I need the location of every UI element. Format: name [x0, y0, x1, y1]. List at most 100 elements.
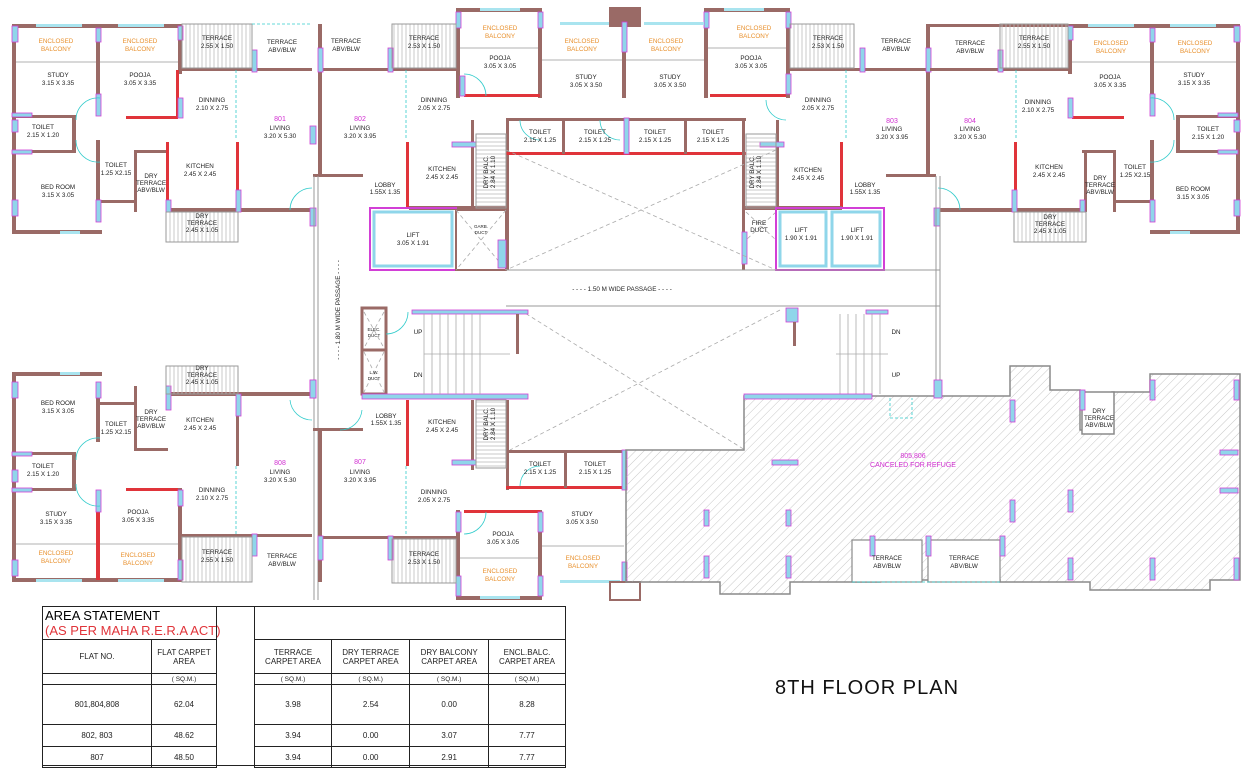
svg-text:2.45 X 2.45: 2.45 X 2.45: [1033, 172, 1066, 179]
svg-text:2.45 X 2.45: 2.45 X 2.45: [426, 174, 459, 181]
svg-text:1.55X 1.35: 1.55X 1.35: [850, 189, 881, 196]
svg-text:ABV/BLW: ABV/BLW: [882, 46, 910, 53]
svg-text:STUDY: STUDY: [45, 511, 67, 518]
svg-text:3.20 X 5.30: 3.20 X 5.30: [954, 134, 987, 141]
svg-text:3.20 X 5.30: 3.20 X 5.30: [264, 477, 297, 484]
svg-text:TOILET: TOILET: [702, 129, 724, 136]
svg-text:LIFT: LIFT: [407, 232, 420, 239]
svg-text:3.05 X 3.50: 3.05 X 3.50: [570, 82, 603, 89]
svg-text:BALCONY: BALCONY: [41, 46, 72, 53]
svg-text:POOJA: POOJA: [129, 72, 151, 79]
svg-text:2.84 X 1.10: 2.84 X 1.10: [490, 155, 497, 188]
svg-text:2.15 X 1.25: 2.15 X 1.25: [524, 137, 557, 144]
svg-text:POOJA: POOJA: [1099, 74, 1121, 81]
svg-text:TOILET: TOILET: [529, 461, 551, 468]
svg-text:UP: UP: [414, 329, 423, 336]
svg-text:STUDY: STUDY: [1183, 72, 1205, 79]
svg-text:TERRACE: TERRACE: [1035, 221, 1065, 228]
svg-text:2.45 X 1.05: 2.45 X 1.05: [186, 379, 219, 386]
svg-text:TERRACE: TERRACE: [881, 38, 911, 45]
svg-text:3.15 X 3.35: 3.15 X 3.35: [1178, 80, 1211, 87]
flat-804: [930, 23, 1241, 243]
svg-text:DUCT: DUCT: [475, 230, 488, 235]
svg-text:STUDY: STUDY: [571, 511, 593, 518]
svg-text:LIVING: LIVING: [270, 125, 291, 132]
svg-text:TERRACE: TERRACE: [331, 38, 361, 45]
svg-text:3.15 X 3.35: 3.15 X 3.35: [40, 519, 73, 526]
area-statement-title: AREA STATEMENT (AS PER MAHA R.E.R.A ACT): [43, 608, 221, 638]
svg-text:KITCHEN: KITCHEN: [1035, 164, 1063, 171]
svg-text:802: 802: [354, 116, 366, 123]
svg-text:3.15 X 3.05: 3.15 X 3.05: [1177, 194, 1210, 201]
svg-text:TERRACE: TERRACE: [202, 549, 232, 556]
svg-text:POOJA: POOJA: [740, 55, 762, 62]
svg-text:2.84 X 1.10: 2.84 X 1.10: [490, 407, 497, 440]
svg-text:BALCONY: BALCONY: [651, 46, 682, 53]
svg-text:3.05 X 1.91: 3.05 X 1.91: [397, 240, 430, 247]
svg-text:2.15 X 1.25: 2.15 X 1.25: [579, 137, 612, 144]
svg-text:TERRACE: TERRACE: [1019, 35, 1049, 42]
svg-text:3.05 X 3.35: 3.05 X 3.35: [124, 80, 157, 87]
core-left: [309, 125, 507, 271]
svg-text:TERRACE: TERRACE: [409, 551, 439, 558]
svg-text:TOILET: TOILET: [584, 461, 606, 468]
svg-text:BALCONY: BALCONY: [567, 46, 598, 53]
svg-text:DUCT: DUCT: [368, 333, 381, 338]
labels-804: TERRACE ABV/BLW TERRACE 2.55 X 1.50 ENCL…: [954, 35, 1225, 235]
svg-text:CANCELED FOR REFUGE: CANCELED FOR REFUGE: [870, 462, 956, 469]
svg-text:ABV/BLW: ABV/BLW: [873, 563, 901, 570]
svg-text:DRY: DRY: [1043, 214, 1057, 221]
svg-text:BED ROOM: BED ROOM: [1176, 186, 1210, 193]
svg-text:TERRACE: TERRACE: [187, 220, 217, 227]
svg-text:3.05 X 3.50: 3.05 X 3.50: [654, 82, 687, 89]
svg-text:2.45 X 1.05: 2.45 X 1.05: [1034, 228, 1067, 235]
svg-text:2.15 X 1.20: 2.15 X 1.20: [1192, 134, 1225, 141]
flat-807: [309, 379, 641, 601]
svg-text:TERRACE: TERRACE: [949, 555, 979, 562]
svg-text:ENCLOSED: ENCLOSED: [649, 38, 684, 45]
svg-text:3.20 X 3.95: 3.20 X 3.95: [344, 477, 377, 484]
svg-text:TERRACE: TERRACE: [813, 35, 843, 42]
svg-text:STUDY: STUDY: [659, 74, 681, 81]
svg-text:POOJA: POOJA: [489, 55, 511, 62]
stair-left: [360, 306, 529, 400]
svg-text:BED ROOM: BED ROOM: [41, 400, 75, 407]
svg-text:BALCONY: BALCONY: [485, 33, 516, 40]
svg-text:ABV/BLW: ABV/BLW: [1085, 422, 1113, 429]
svg-text:POOJA: POOJA: [492, 531, 514, 538]
svg-text:3.15 X 3.35: 3.15 X 3.35: [42, 80, 75, 87]
svg-text:801: 801: [274, 116, 286, 123]
svg-text:TERRACE: TERRACE: [872, 555, 902, 562]
svg-text:LIFT: LIFT: [795, 227, 808, 234]
svg-text:803: 803: [886, 118, 898, 125]
svg-text:2.15 X 1.20: 2.15 X 1.20: [27, 132, 60, 139]
svg-text:TERRACE: TERRACE: [202, 35, 232, 42]
svg-text:3.15 X 3.05: 3.15 X 3.05: [42, 408, 75, 415]
svg-text:LIVING: LIVING: [960, 126, 981, 133]
svg-text:LIFT: LIFT: [851, 227, 864, 234]
svg-text:2.05 X 2.75: 2.05 X 2.75: [802, 105, 835, 112]
col-header-encl-balc: ENCL.BALC.CARPET AREA: [487, 639, 567, 674]
svg-text:3.05 X 3.05: 3.05 X 3.05: [487, 539, 520, 546]
svg-text:ENCLOSED: ENCLOSED: [1178, 40, 1213, 47]
svg-text:ENCLOSED: ENCLOSED: [1094, 40, 1129, 47]
svg-text:ABV/BLW: ABV/BLW: [268, 47, 296, 54]
svg-text:BED ROOM: BED ROOM: [41, 184, 75, 191]
svg-text:2.55 X 1.50: 2.55 X 1.50: [201, 43, 234, 50]
svg-text:2.45 X 2.45: 2.45 X 2.45: [792, 175, 825, 182]
labels-807: LOBBY 1.55X 1.35 KITCHEN 2.45 X 2.45 DRY…: [344, 407, 612, 583]
svg-text:3.05 X 3.05: 3.05 X 3.05: [735, 63, 768, 70]
svg-text:TERRACE: TERRACE: [267, 553, 297, 560]
svg-text:ENCLOSED: ENCLOSED: [483, 568, 518, 575]
labels-refuge: 805,806 CANCELED FOR REFUGE DRY TERRACE …: [870, 408, 1114, 570]
col-header-flat: FLAT NO.: [42, 639, 152, 674]
svg-text:GARB.: GARB.: [474, 224, 488, 229]
svg-text:2.15 X 1.25: 2.15 X 1.25: [524, 469, 557, 476]
svg-text:DINNING: DINNING: [421, 97, 448, 104]
svg-text:804: 804: [964, 118, 976, 125]
svg-text:2.10 X 2.75: 2.10 X 2.75: [196, 105, 229, 112]
